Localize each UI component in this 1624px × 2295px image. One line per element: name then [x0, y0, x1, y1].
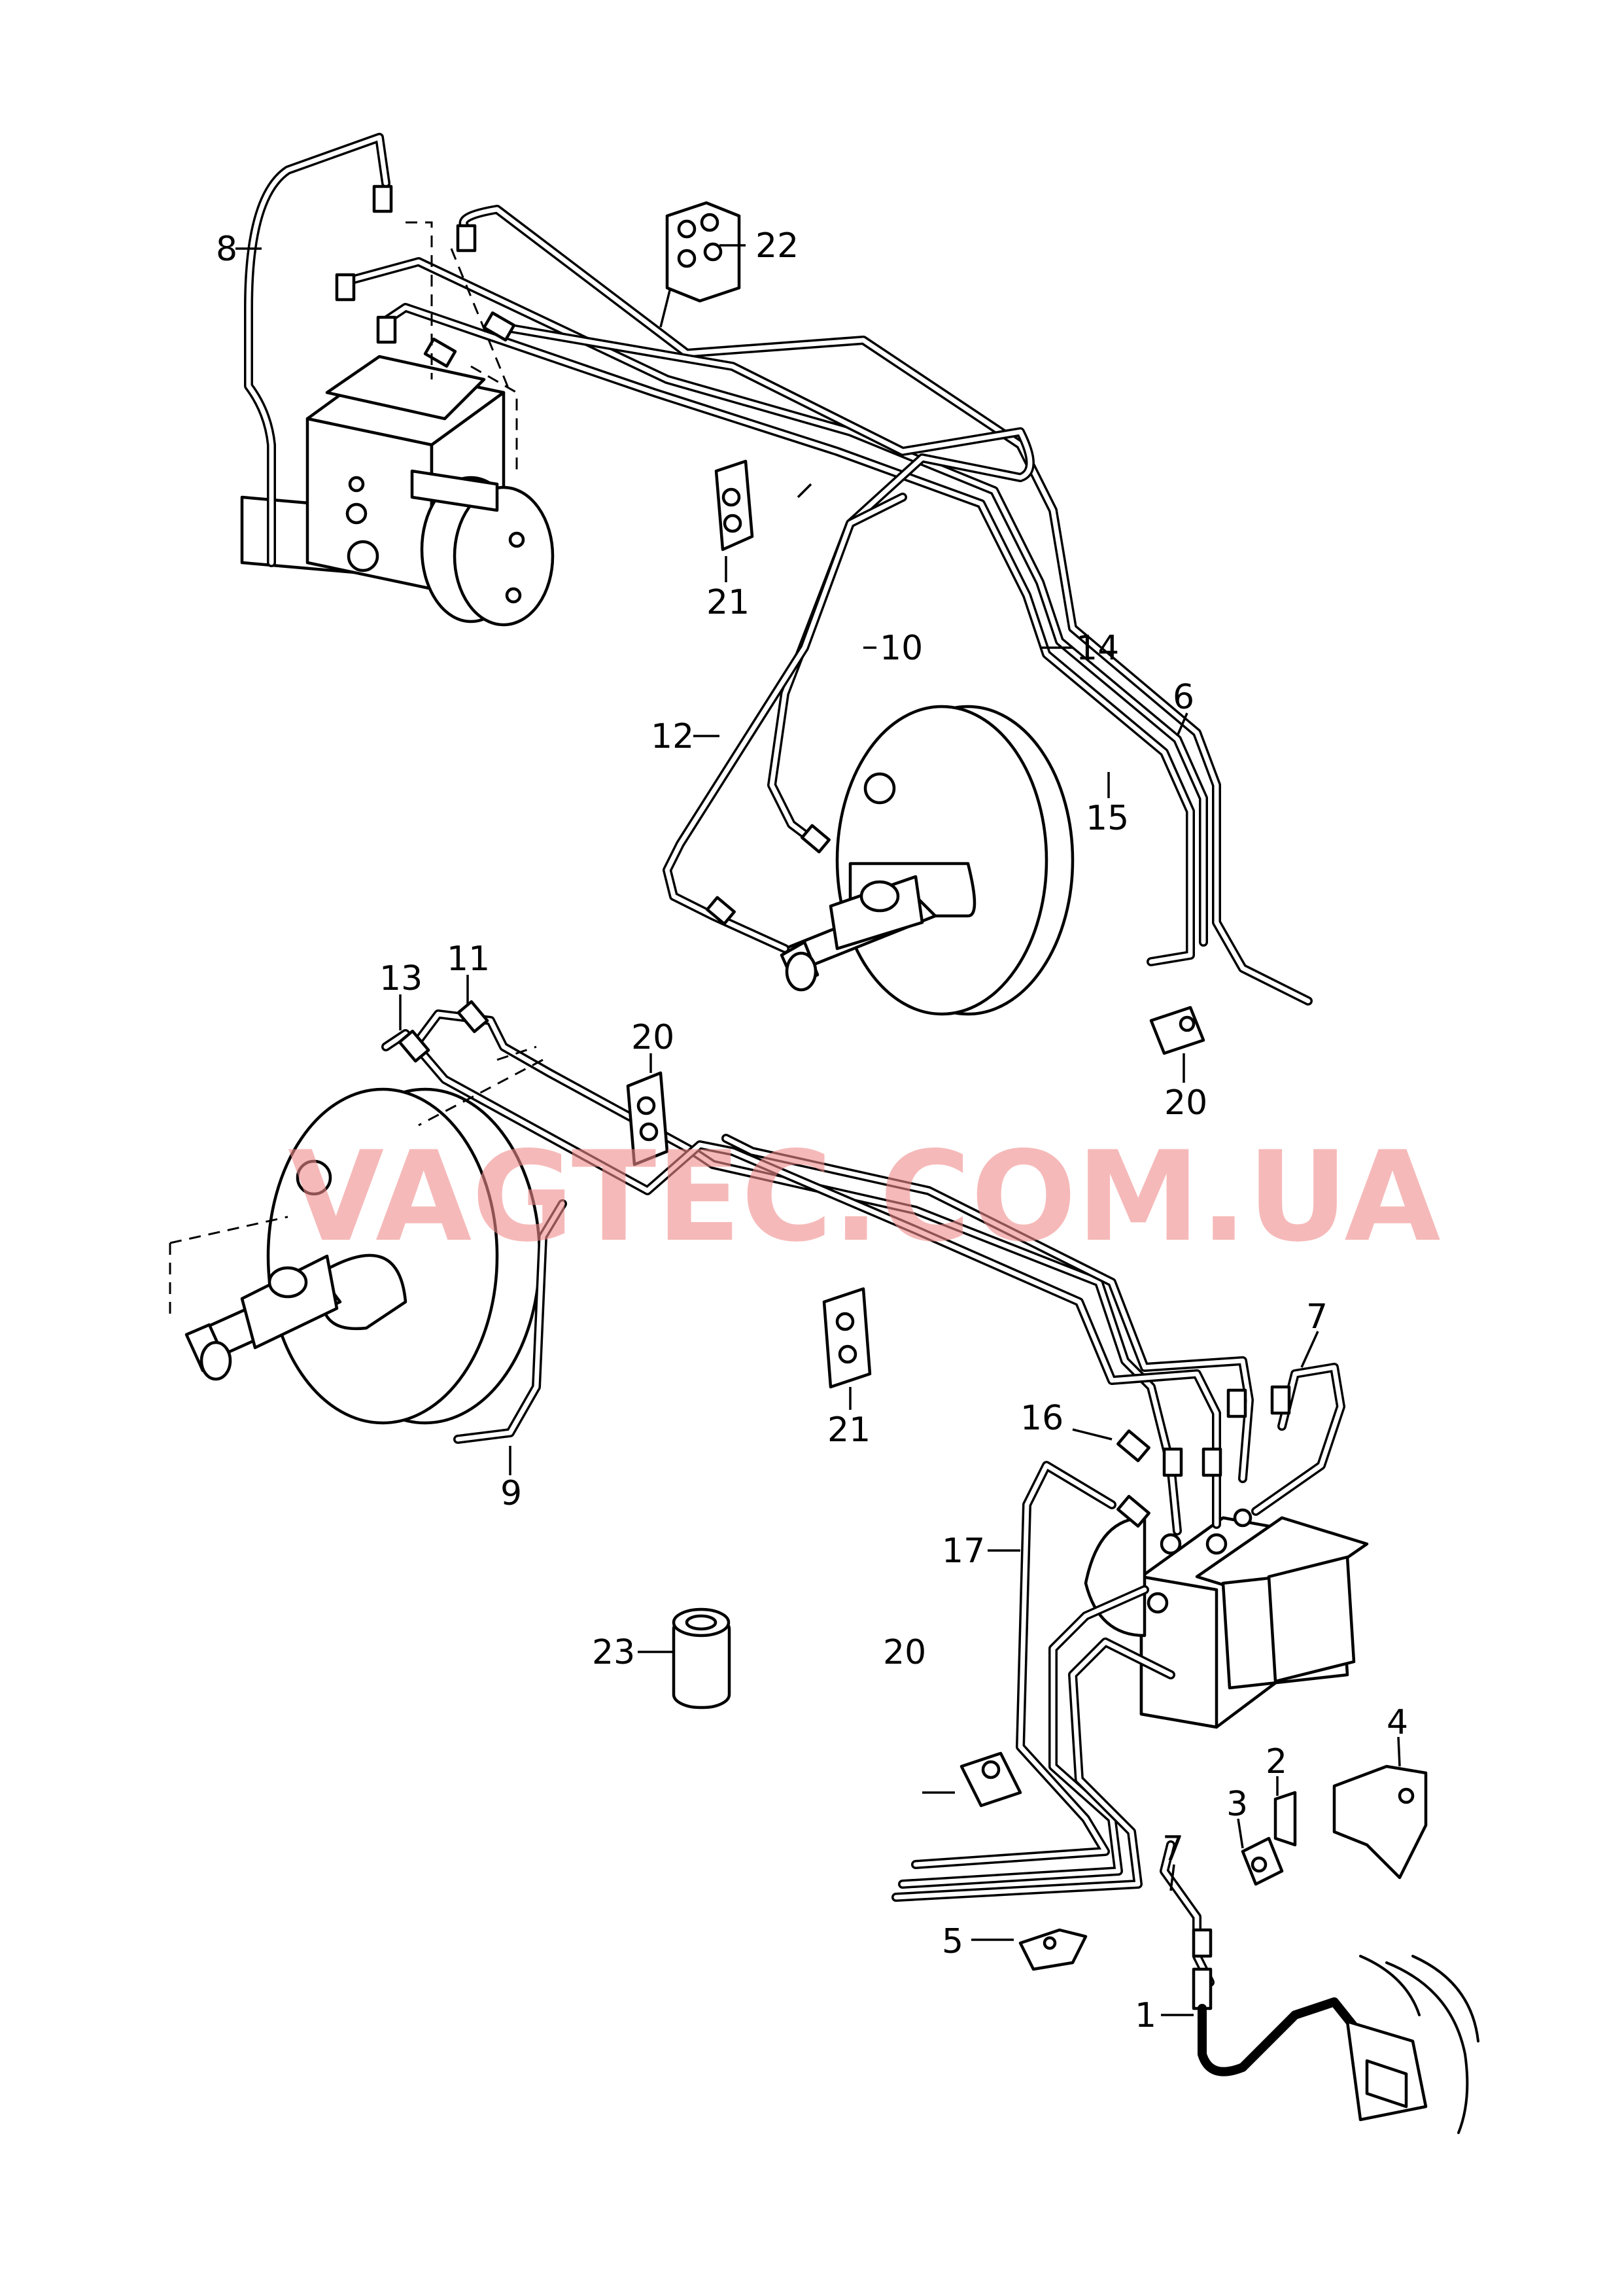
callout-3: 3	[1226, 1785, 1248, 1824]
callout-22: 22	[755, 226, 799, 266]
lower-fittings	[398, 1000, 1291, 2010]
lower-brake-lines	[381, 1009, 1345, 1987]
dashed-reference-lines	[406, 221, 544, 1127]
lower-abs-unit	[1084, 1508, 1369, 1729]
callout-14: 14	[1076, 629, 1119, 668]
upper-fittings	[335, 184, 831, 926]
callout-13: 13	[379, 959, 423, 998]
callout-9: 9	[500, 1474, 522, 1513]
watermark: VAGTEC.COM.UA	[288, 1125, 1441, 1269]
lower-brake-hose	[1198, 1955, 1479, 2134]
callout-20-middle: 20	[631, 1018, 674, 1057]
callout-6: 6	[1173, 678, 1194, 717]
callout-7-lower: 7	[1162, 1829, 1184, 1868]
callout-labels: 1 2 3 4 5 6 7 7 8 9 10 11 12 13 14 15 16…	[216, 226, 1408, 2035]
lower-brake-booster	[169, 1087, 542, 1425]
callout-8: 8	[216, 230, 237, 269]
lower-clips-brackets	[626, 1071, 1428, 1971]
callout-23: 23	[592, 1633, 635, 1672]
callout-leaders	[235, 244, 1401, 2016]
upper-clips	[665, 201, 1205, 1055]
upper-brake-booster	[780, 705, 1075, 1016]
callout-4: 4	[1387, 1703, 1408, 1742]
callout-16: 16	[1020, 1399, 1063, 1438]
callout-12: 12	[651, 717, 694, 756]
callout-21-upper: 21	[706, 583, 750, 622]
callout-10: 10	[880, 629, 923, 668]
callout-20-lower: 20	[883, 1633, 926, 1672]
callout-15: 15	[1086, 799, 1129, 838]
callout-21-lower: 21	[827, 1410, 871, 1450]
upper-brake-lines	[244, 133, 1313, 1006]
callout-20-upper-right: 20	[1164, 1083, 1207, 1123]
callout-5: 5	[942, 1922, 963, 1961]
callout-1: 1	[1135, 1996, 1156, 2035]
callout-2: 2	[1266, 1742, 1287, 1781]
upper-abs-unit	[240, 355, 555, 627]
callout-11: 11	[447, 939, 490, 979]
callout-7-upper: 7	[1306, 1297, 1328, 1337]
callout-17: 17	[942, 1532, 985, 1571]
